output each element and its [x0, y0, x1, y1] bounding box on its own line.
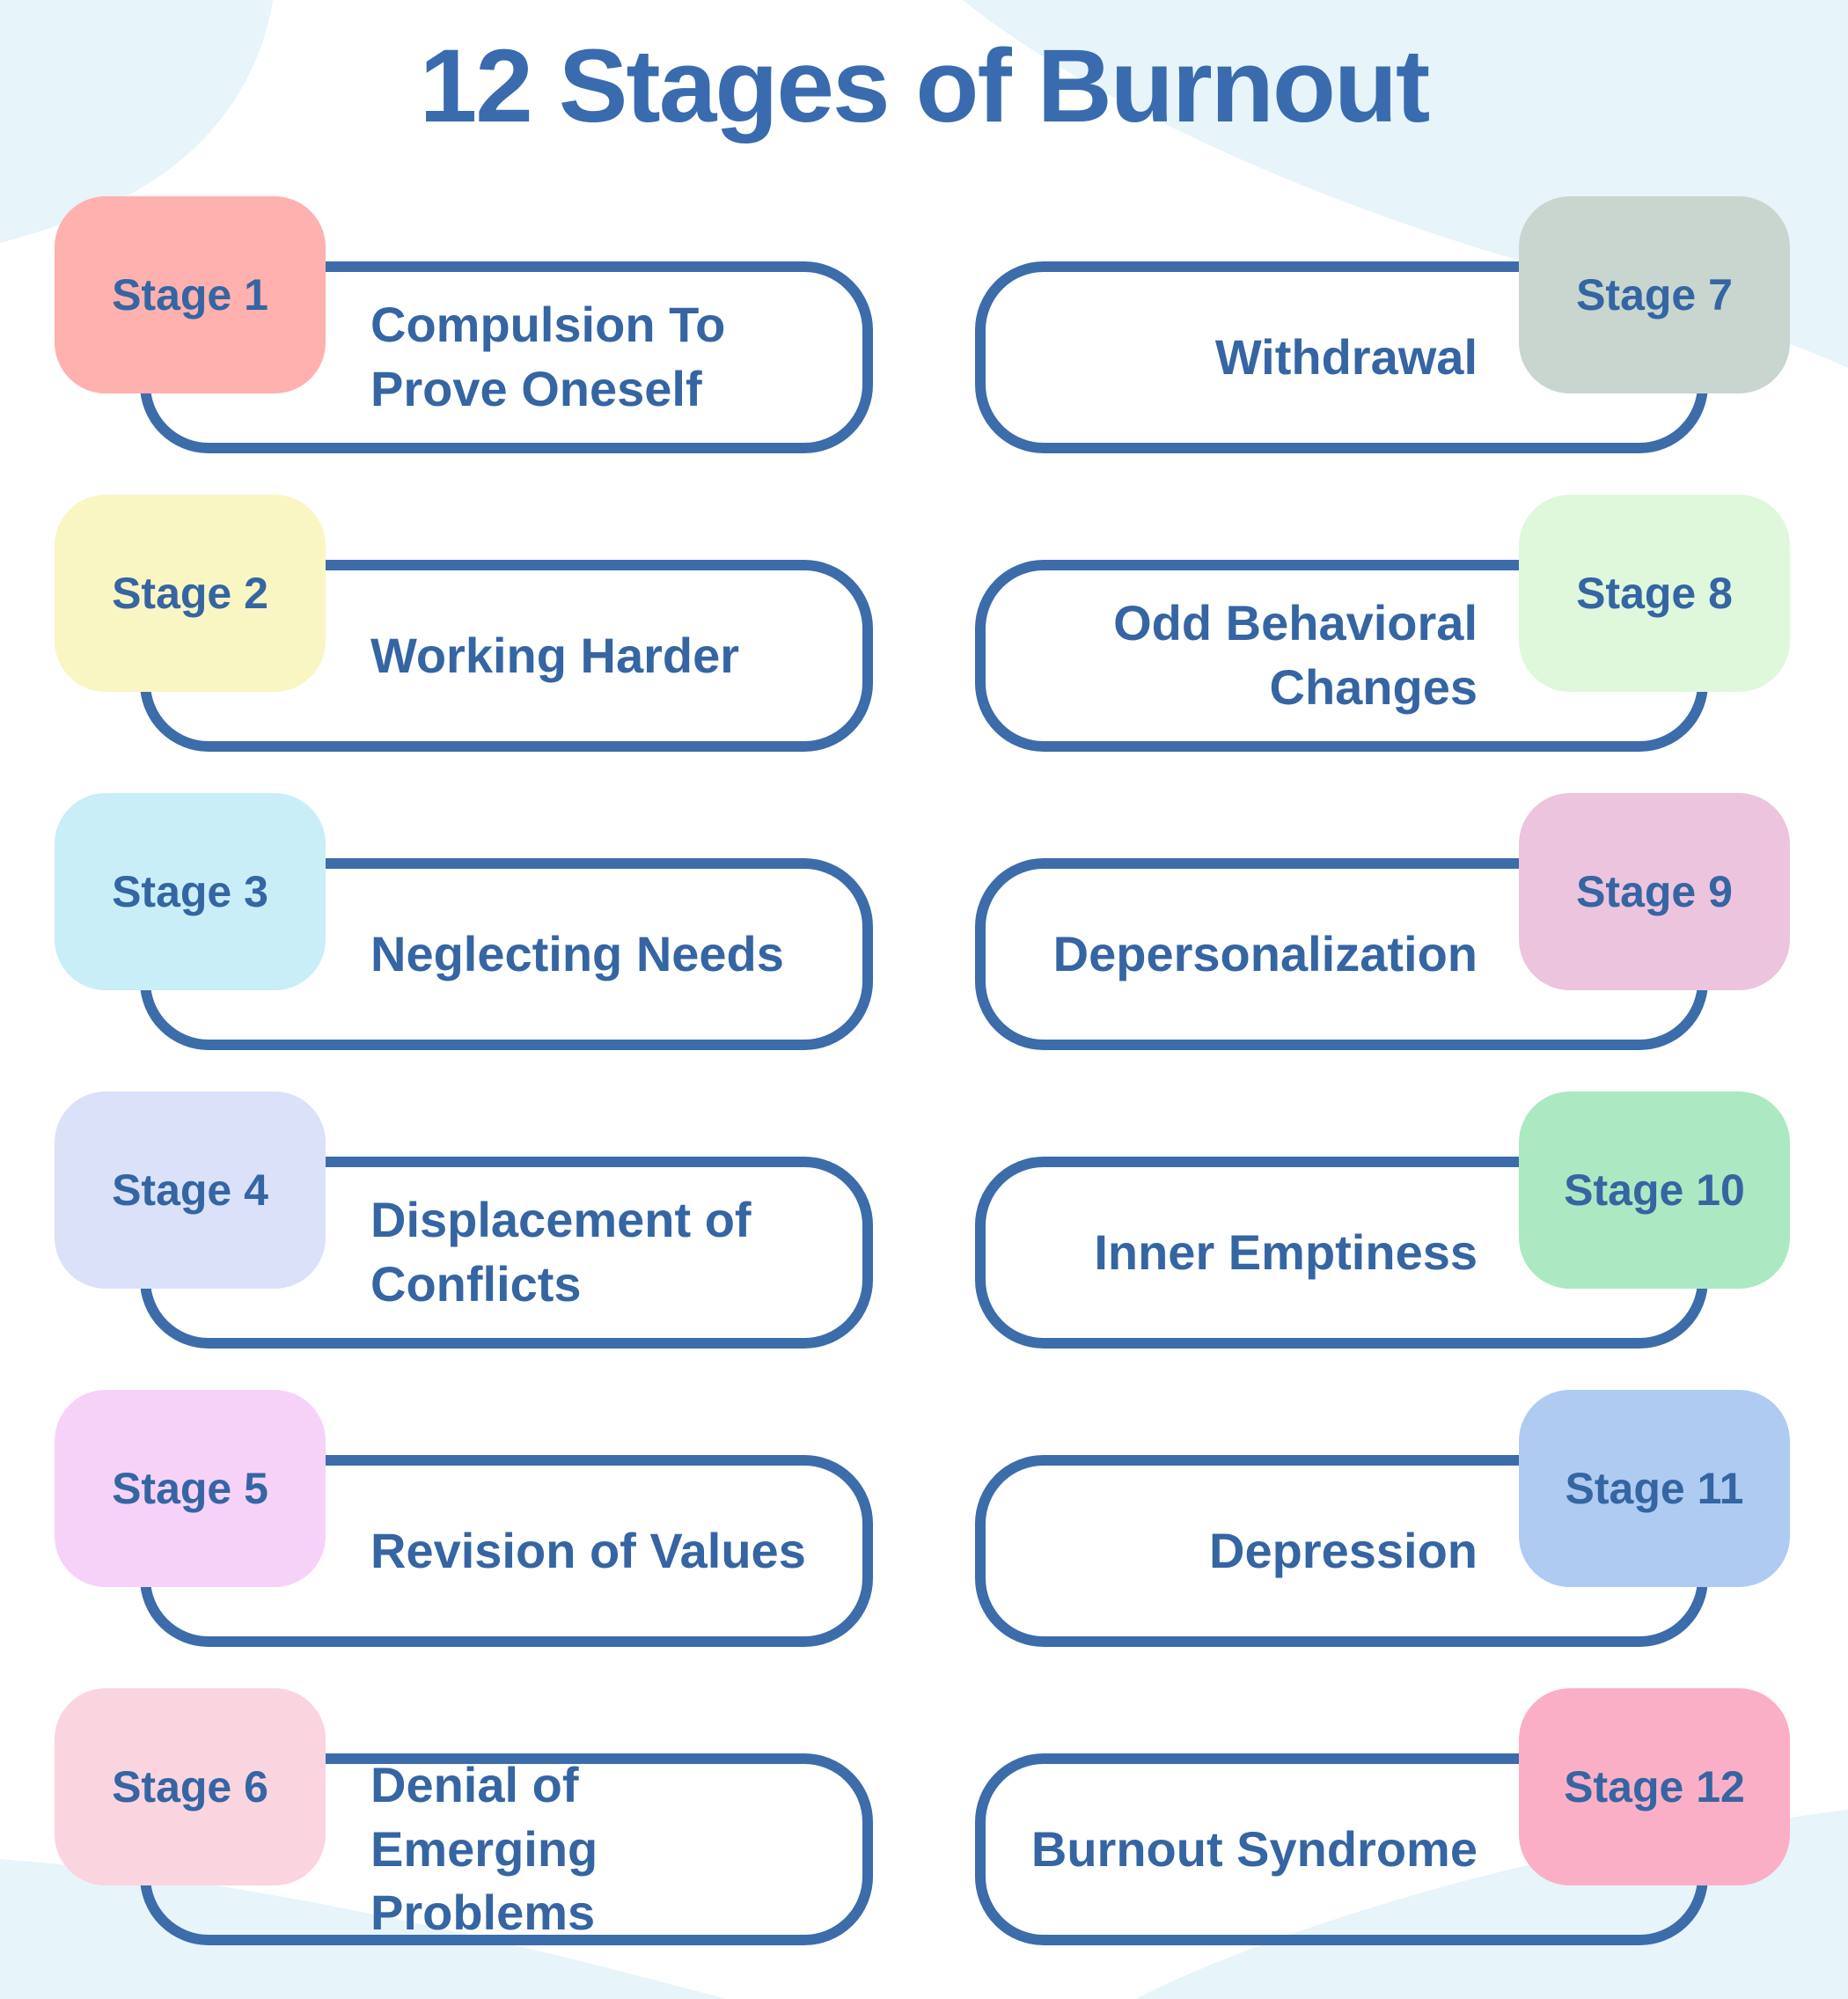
- stage-2-badge-label: Stage 2: [112, 569, 268, 618]
- stage-8-badge-label: Stage 8: [1576, 569, 1733, 618]
- stage-1-badge-label: Stage 1: [112, 270, 268, 320]
- stage-6-label: Denial of Emerging Problems: [370, 1756, 598, 1941]
- page-title: 12 Stages of Burnout: [419, 28, 1431, 144]
- stage-2-label: Working Harder: [370, 627, 740, 683]
- stage-9-pill: Depersonalization: [975, 858, 1708, 1050]
- background-blob-top-left: [0, 0, 273, 243]
- stage-3-badge-label: Stage 3: [112, 867, 268, 916]
- stage-10-badge-label: Stage 10: [1564, 1165, 1745, 1215]
- stage-1-label: Compulsion To Prove Oneself: [370, 297, 726, 416]
- stage-7-badge-label: Stage 7: [1576, 270, 1733, 320]
- stage-12-label: Burnout Syndrome: [1030, 1820, 1478, 1877]
- stage-11-badge-label: Stage 11: [1565, 1464, 1744, 1513]
- stage-7-label: Withdrawal: [1214, 328, 1478, 385]
- stage-5-badge: Stage 5: [55, 1390, 326, 1587]
- stage-5-pill: Revision of Values: [140, 1455, 873, 1647]
- stage-3-label: Neglecting Needs: [370, 925, 784, 981]
- stage-10-label: Inner Emptiness: [1094, 1224, 1478, 1280]
- stage-8-badge: Stage 8: [1519, 495, 1790, 692]
- stage-10-badge: Stage 10: [1519, 1091, 1790, 1289]
- stage-6-badge: Stage 6: [55, 1688, 326, 1885]
- stage-4-badge: Stage 4: [55, 1091, 326, 1289]
- stage-12-badge-label: Stage 12: [1564, 1762, 1745, 1812]
- stage-1-badge: Stage 1: [55, 196, 326, 393]
- stage-3-badge: Stage 3: [55, 793, 326, 990]
- stage-4-badge-label: Stage 4: [112, 1165, 268, 1215]
- stage-5-badge-label: Stage 5: [112, 1464, 268, 1513]
- stage-8-label: Odd Behavioral Changes: [1113, 595, 1478, 715]
- stage-9-label: Depersonalization: [1052, 925, 1478, 981]
- stage-6-badge-label: Stage 6: [112, 1762, 268, 1812]
- stage-4-label: Displacement of Conflicts: [370, 1192, 752, 1312]
- stage-12-badge: Stage 12: [1519, 1688, 1790, 1885]
- stage-9-badge: Stage 9: [1519, 793, 1790, 990]
- stage-8-pill: Odd Behavioral Changes: [975, 560, 1708, 752]
- stage-9-badge-label: Stage 9: [1576, 867, 1733, 916]
- stage-11-badge: Stage 11: [1519, 1390, 1790, 1587]
- stage-2-badge: Stage 2: [55, 495, 326, 692]
- stage-5-label: Revision of Values: [370, 1522, 806, 1578]
- stage-7-badge: Stage 7: [1519, 196, 1790, 393]
- stage-11-label: Depression: [1209, 1522, 1478, 1578]
